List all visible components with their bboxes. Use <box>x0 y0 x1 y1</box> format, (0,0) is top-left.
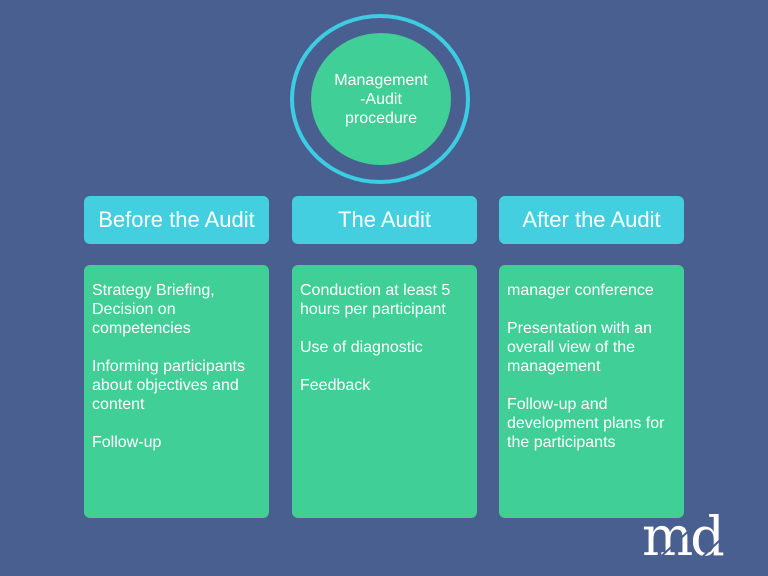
list-item: Follow-up <box>92 434 162 451</box>
list-item: Feedback <box>300 377 371 394</box>
center-ring <box>290 14 470 184</box>
box-before-audit: Strategy Briefing, Decision on competenc… <box>84 265 269 518</box>
center-node: Management -Audit procedure <box>311 33 451 165</box>
list-item: Follow-up and development plans for the … <box>507 396 665 451</box>
center-title: Management -Audit procedure <box>334 71 428 127</box>
logo-text: md <box>642 505 723 565</box>
list-item: Conduction at least 5 hours per particip… <box>300 282 451 318</box>
box-the-audit: Conduction at least 5 hours per particip… <box>292 265 477 518</box>
list-item: Informing participants about objectives … <box>92 358 245 413</box>
list-item: Use of diagnostic <box>300 339 423 356</box>
list-item: Presentation with an overall view of the… <box>507 320 652 375</box>
header-after-audit: After the Audit <box>499 196 684 244</box>
list-item: Strategy Briefing, Decision on competenc… <box>92 282 215 337</box>
header-the-audit: The Audit <box>292 196 477 244</box>
header-before-audit: Before the Audit <box>84 196 269 244</box>
list-item: manager conference <box>507 282 654 299</box>
md-logo: md <box>642 505 743 565</box>
box-after-audit: manager conference Presentation with an … <box>499 265 684 518</box>
